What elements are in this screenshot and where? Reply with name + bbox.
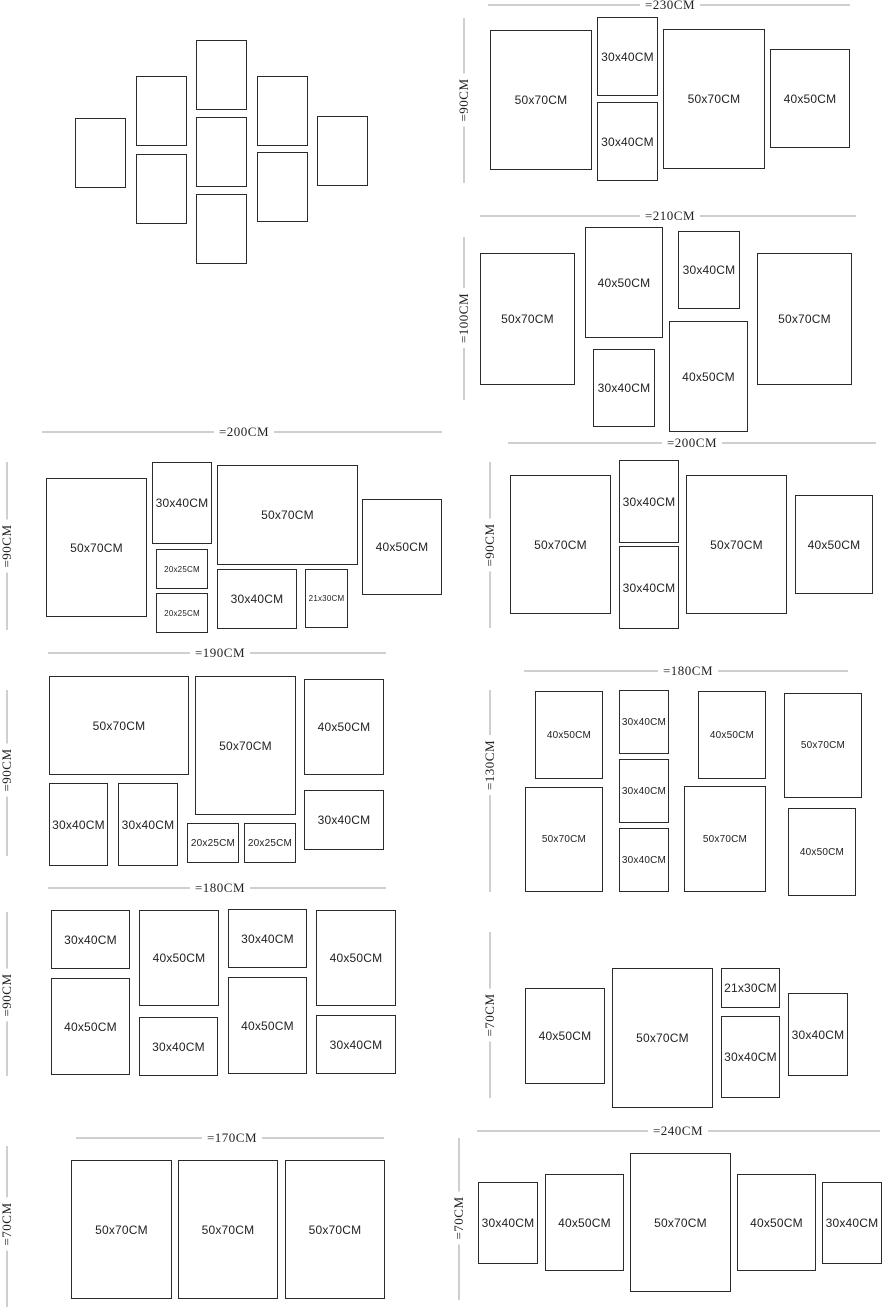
width-dimension-label: =170CM	[201, 1130, 263, 1146]
width-dimension-label: =200CM	[661, 435, 723, 451]
frame-40x50: 40x50CM	[139, 910, 219, 1006]
frame-40x50: 40x50CM	[304, 679, 384, 775]
height-dimension-label: =90CM	[0, 968, 15, 1022]
frame-50x70: 50x70CM	[757, 253, 852, 385]
width-dimension-label: =210CM	[639, 208, 701, 224]
frame-30x40: 30x40CM	[478, 1182, 538, 1264]
frame-30x40: 30x40CM	[619, 828, 669, 892]
frame-30x40: 30x40CM	[228, 909, 307, 968]
frame-50x70: 50x70CM	[525, 787, 603, 892]
blank-frame	[196, 194, 247, 264]
frame-40x50: 40x50CM	[788, 808, 856, 896]
width-dimension-label: =200CM	[213, 424, 275, 440]
width-dimension-label: =180CM	[657, 663, 719, 679]
height-dimension-label: =70CM	[0, 1197, 15, 1251]
frame-30x40: 30x40CM	[721, 1016, 780, 1098]
blank-frame	[317, 116, 368, 186]
frame-30x40: 30x40CM	[619, 460, 679, 543]
frame-20x25: 20x25CM	[156, 549, 208, 589]
height-dimension-label: =100CM	[456, 287, 472, 349]
frame-40x50: 40x50CM	[316, 910, 396, 1006]
frame-40x50: 40x50CM	[535, 691, 603, 779]
width-dimension-label: =240CM	[647, 1123, 709, 1139]
frame-50x70: 50x70CM	[217, 465, 358, 565]
height-dimension-label: =90CM	[0, 519, 15, 573]
frame-40x50: 40x50CM	[525, 988, 605, 1084]
frame-40x50: 40x50CM	[698, 691, 766, 779]
frame-50x70: 50x70CM	[630, 1153, 731, 1292]
frame-20x25: 20x25CM	[156, 593, 208, 633]
frame-30x40: 30x40CM	[139, 1017, 218, 1076]
frame-50x70: 50x70CM	[612, 968, 713, 1108]
frame-50x70: 50x70CM	[663, 29, 765, 169]
height-dimension-label: =90CM	[456, 73, 472, 127]
frame-30x40: 30x40CM	[593, 349, 655, 427]
frame-50x70: 50x70CM	[46, 478, 147, 617]
frame-30x40: 30x40CM	[597, 102, 658, 181]
frame-21x30: 21x30CM	[721, 968, 780, 1008]
frame-50x70: 50x70CM	[686, 475, 787, 614]
blank-frame	[196, 117, 247, 187]
width-dimension-label: =230CM	[639, 0, 701, 13]
frame-30x40: 30x40CM	[304, 790, 384, 850]
frame-20x25: 20x25CM	[244, 823, 296, 863]
height-dimension-label: =90CM	[0, 743, 15, 797]
frame-40x50: 40x50CM	[737, 1174, 816, 1271]
blank-frame	[75, 118, 126, 188]
frame-40x50: 40x50CM	[669, 321, 748, 432]
frame-30x40: 30x40CM	[678, 231, 740, 309]
frame-50x70: 50x70CM	[178, 1160, 278, 1299]
frame-30x40: 30x40CM	[619, 546, 679, 629]
frame-50x70: 50x70CM	[49, 676, 189, 775]
frame-50x70: 50x70CM	[684, 786, 766, 892]
blank-frame	[136, 76, 187, 146]
frame-40x50: 40x50CM	[362, 499, 442, 595]
frame-30x40: 30x40CM	[619, 759, 669, 823]
frame-20x25: 20x25CM	[187, 823, 239, 863]
blank-frame	[257, 152, 308, 222]
frame-50x70: 50x70CM	[285, 1160, 385, 1299]
frame-30x40: 30x40CM	[597, 17, 658, 96]
height-dimension-label: =70CM	[451, 1191, 467, 1245]
height-dimension-label: =130CM	[482, 734, 498, 796]
blank-frame	[257, 76, 308, 146]
width-dimension-label: =190CM	[189, 645, 251, 661]
frame-50x70: 50x70CM	[784, 693, 862, 798]
height-dimension-label: =70CM	[482, 988, 498, 1042]
frame-40x50: 40x50CM	[770, 49, 850, 148]
frame-30x40: 30x40CM	[49, 783, 108, 866]
frame-21x30: 21x30CM	[305, 569, 348, 628]
frame-50x70: 50x70CM	[510, 475, 611, 614]
frame-50x70: 50x70CM	[480, 253, 575, 385]
frame-50x70: 50x70CM	[195, 676, 296, 815]
frame-30x40: 30x40CM	[788, 993, 848, 1076]
frame-30x40: 30x40CM	[217, 569, 297, 629]
width-dimension-label: =180CM	[189, 880, 251, 896]
frame-40x50: 40x50CM	[545, 1174, 624, 1271]
frame-30x40: 30x40CM	[118, 783, 178, 866]
frame-30x40: 30x40CM	[822, 1182, 882, 1264]
frame-40x50: 40x50CM	[51, 978, 130, 1075]
frame-50x70: 50x70CM	[71, 1160, 172, 1299]
blank-frame	[196, 40, 247, 110]
frame-30x40: 30x40CM	[152, 462, 212, 544]
blank-frame	[136, 154, 187, 224]
height-dimension-label: =90CM	[482, 518, 498, 572]
frame-40x50: 40x50CM	[228, 977, 307, 1074]
frame-30x40: 30x40CM	[316, 1015, 396, 1074]
frame-30x40: 30x40CM	[619, 690, 669, 754]
frame-30x40: 30x40CM	[51, 910, 130, 969]
frame-40x50: 40x50CM	[585, 227, 663, 338]
frame-40x50: 40x50CM	[795, 495, 873, 594]
frame-50x70: 50x70CM	[490, 30, 592, 170]
